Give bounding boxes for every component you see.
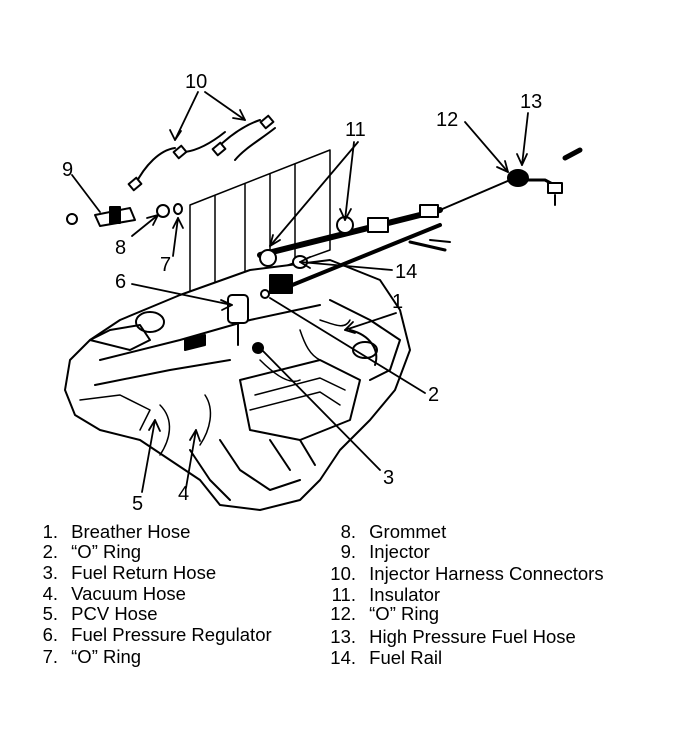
legend-number: 9. <box>340 541 356 562</box>
leader-lines <box>71 91 529 493</box>
insulators <box>259 216 354 299</box>
legend-number: 12. <box>330 603 356 624</box>
fuel-pressure-regulator <box>227 294 264 354</box>
legend-item: 12. “O” Ring <box>318 603 439 624</box>
legend-item: 11. Insulator <box>318 584 440 605</box>
legend-label: Breather Hose <box>71 521 191 542</box>
legend-number: 6. <box>42 624 58 645</box>
legend-label: “O” Ring <box>71 541 142 562</box>
legend-item: 6. Fuel Pressure Regulator <box>30 624 272 645</box>
legend-number: 14. <box>330 647 356 668</box>
legend-label: “O” Ring <box>369 603 440 624</box>
legend-number: 11. <box>331 584 356 605</box>
legend-number: 3. <box>42 562 58 583</box>
legend-item: 5. PCV Hose <box>30 603 158 624</box>
legend-number: 13. <box>330 626 356 647</box>
callout-10: 10 <box>185 71 208 93</box>
callout-4: 4 <box>178 483 190 505</box>
plenum-panel <box>189 149 331 301</box>
legend-label: Injector <box>369 541 430 562</box>
legend-item: 14. Fuel Rail <box>318 647 442 668</box>
engine-illustration <box>64 91 583 511</box>
callout-1: 1 <box>392 291 404 313</box>
callout-3: 3 <box>383 467 395 489</box>
hoses <box>259 319 351 382</box>
fuel-rail <box>257 204 451 294</box>
legend-label: High Pressure Fuel Hose <box>369 626 576 647</box>
legend-label: Insulator <box>369 584 441 605</box>
legend-label: Fuel Return Hose <box>71 562 217 583</box>
legend-item: 2. “O” Ring <box>30 541 141 562</box>
callout-9: 9 <box>62 159 74 181</box>
legend-number: 7. <box>42 646 58 667</box>
callout-13: 13 <box>520 91 543 113</box>
legend-item: 13. High Pressure Fuel Hose <box>318 626 576 647</box>
legend-number: 10. <box>330 563 356 584</box>
legend-item: 1. Breather Hose <box>30 521 191 542</box>
legend-number: 5. <box>42 603 58 624</box>
legend-label: Fuel Rail <box>369 647 443 668</box>
callout-7: 7 <box>160 254 172 276</box>
legend-item: 4. Vacuum Hose <box>30 583 186 604</box>
callout-8: 8 <box>115 237 127 259</box>
callout-12: 12 <box>436 109 459 131</box>
legend-number: 2. <box>42 541 58 562</box>
legend-item: 7. “O” Ring <box>30 646 141 667</box>
legend-label: Fuel Pressure Regulator <box>71 624 272 645</box>
legend-item: 9. Injector <box>318 541 430 562</box>
legend-label: “O” Ring <box>71 646 142 667</box>
legend-label: PCV Hose <box>71 603 158 624</box>
legend-item: 8. Grommet <box>318 521 447 542</box>
legend-item: 3. Fuel Return Hose <box>30 562 217 583</box>
callout-11: 11 <box>345 119 366 141</box>
high-pressure-fuel-hose <box>439 147 583 211</box>
legend-number: 4. <box>42 583 58 604</box>
injector-parts <box>66 203 183 227</box>
legend-item: 10. Injector Harness Connectors <box>318 563 604 584</box>
injector-harness-connectors <box>127 114 276 192</box>
legend-label: Vacuum Hose <box>71 583 186 604</box>
legend-number: 1. <box>42 521 58 542</box>
legend-label: Grommet <box>369 521 447 542</box>
callout-5: 5 <box>132 493 144 515</box>
callout-14: 14 <box>395 261 418 283</box>
legend-number: 8. <box>340 521 356 542</box>
callout-2: 2 <box>428 384 440 406</box>
legend-label: Injector Harness Connectors <box>369 563 604 584</box>
callout-6: 6 <box>115 271 127 293</box>
